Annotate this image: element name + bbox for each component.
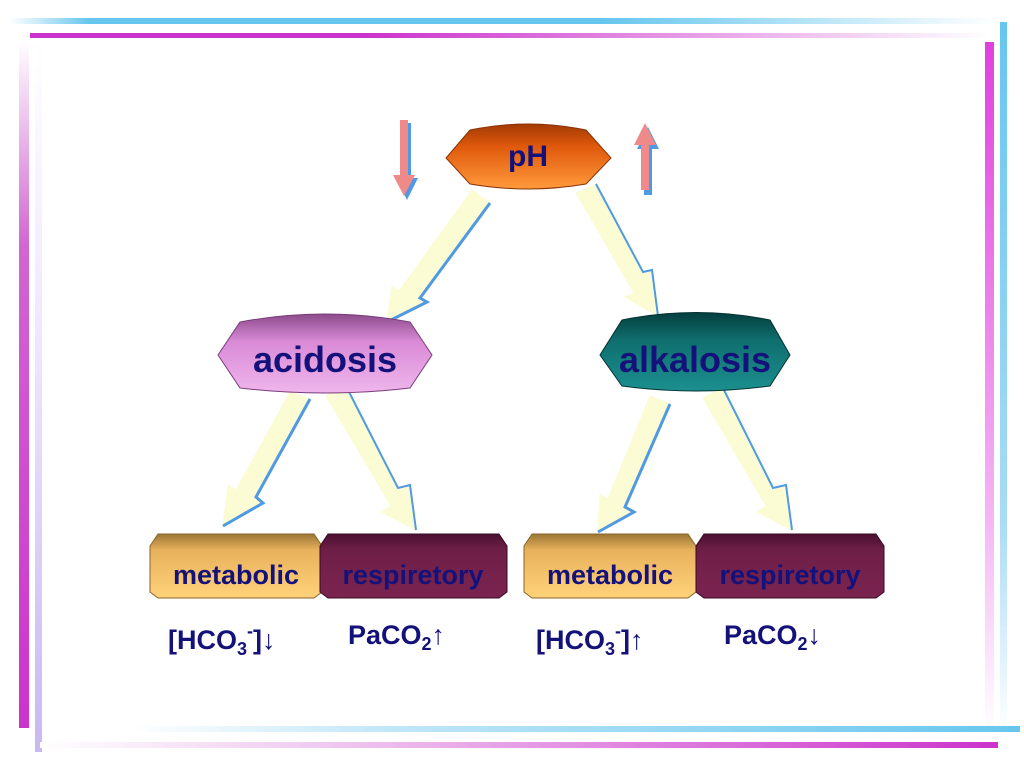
acidosis-respiratory-box: respiretory: [319, 533, 508, 599]
alkalosis-metabolic-label: metabolic: [547, 560, 673, 590]
arrow-acidosis-to-metabolic: [222, 391, 312, 528]
frame-top-magenta-line: [30, 33, 990, 38]
ph-node-label: pH: [508, 140, 548, 173]
frame-right-cyan-line: [1000, 22, 1007, 734]
alkalosis-metabolic-formula: [HCO3-]↑: [536, 621, 644, 659]
alkalosis-metabolic-box: metabolic: [523, 533, 697, 599]
alkalosis-node: alkalosis: [599, 312, 791, 392]
alkalosis-node-label: alkalosis: [619, 339, 771, 380]
ph-decrease-arrow-icon: [393, 120, 418, 200]
acidosis-respiratory-formula: PaCO2↑: [348, 620, 446, 654]
arrow-alkalosis-to-respiratory: [702, 387, 793, 531]
acidosis-node: acidosis: [217, 313, 433, 394]
alkalosis-respiratory-formula: PaCO2↓: [724, 620, 822, 654]
acidosis-respiratory-label: respiretory: [342, 560, 483, 590]
frame-top-cyan-line: [10, 18, 995, 24]
increase-arrow-icon: ↑: [431, 620, 446, 650]
decrease-arrow-icon: ↓: [807, 620, 822, 650]
alkalosis-respiratory-box: respiretory: [695, 533, 885, 599]
frame-bottom-magenta-line: [40, 742, 998, 748]
alkalosis-respiratory-label: respiretory: [719, 560, 860, 590]
acidosis-metabolic-box: metabolic: [149, 533, 323, 599]
frame-left-magenta-line: [19, 40, 29, 728]
ph-increase-arrow-icon: [634, 123, 659, 195]
connector-arrows: [222, 183, 793, 534]
acidosis-metabolic-formula: [HCO3-]↓: [168, 621, 276, 659]
frame-bottom-cyan-line: [130, 726, 1020, 732]
arrow-ph-to-acidosis: [386, 189, 492, 324]
arrow-ph-to-alkalosis: [575, 183, 659, 317]
decrease-arrow-icon: ↓: [262, 625, 276, 655]
increase-arrow-icon: ↑: [630, 625, 644, 655]
arrow-acidosis-to-respiratory: [325, 385, 417, 531]
frame-right-magenta-line: [985, 42, 994, 732]
acidosis-metabolic-label: metabolic: [173, 560, 299, 590]
acidosis-node-label: acidosis: [253, 339, 397, 380]
frame-left-lilac-line: [35, 40, 42, 752]
arrow-alkalosis-to-metabolic: [597, 395, 672, 534]
ph-node: pH: [445, 123, 612, 190]
